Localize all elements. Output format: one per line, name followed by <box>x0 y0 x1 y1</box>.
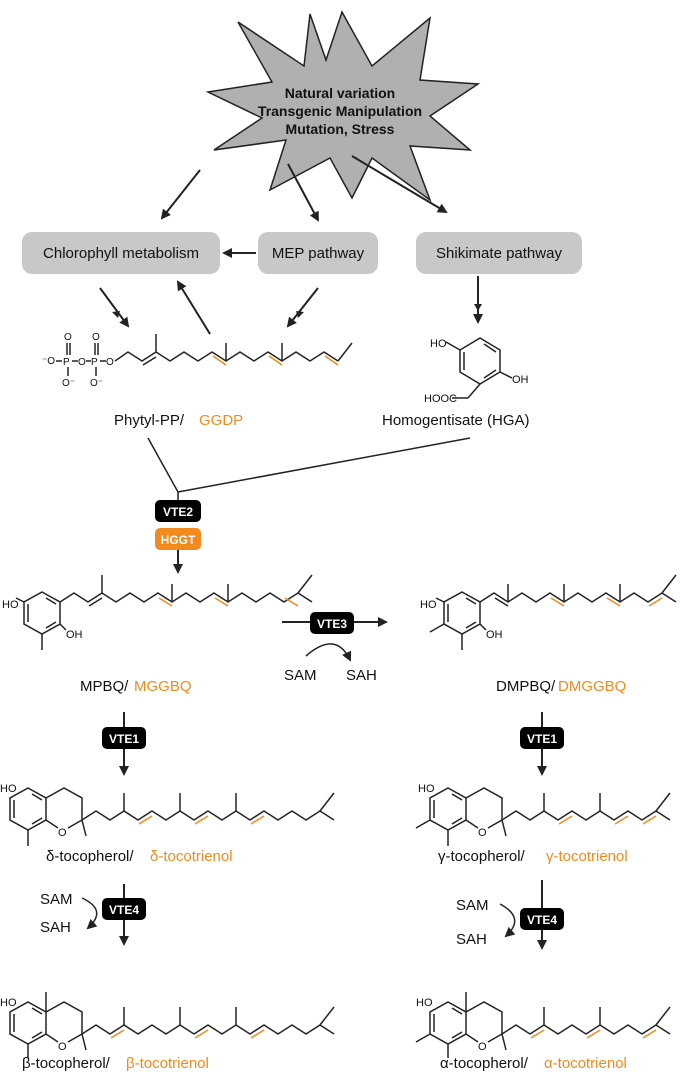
alpha-tocotrienol-label: α-tocotrienol <box>544 1055 627 1072</box>
delta-tocopherol-structure: HO O <box>0 783 335 846</box>
mpbq-structure: HO OH <box>2 574 313 650</box>
alpha-tocopherol-structure: HO O <box>415 992 671 1058</box>
svg-text:O: O <box>58 827 67 839</box>
trigger-line2: Transgenic Manipulation <box>258 103 422 119</box>
alpha-tocopherol-label: α-tocopherol/ <box>440 1055 529 1072</box>
vte4-right-sah: SAH <box>456 931 487 948</box>
vte3-sam: SAM <box>284 667 317 684</box>
hggt-label: HGGT <box>161 533 196 547</box>
gamma-tocopherol-label: γ-tocopherol/ <box>438 848 526 865</box>
hggt-box <box>155 528 201 550</box>
vte4-left-sam: SAM <box>40 891 73 908</box>
svg-text:O: O <box>106 357 114 368</box>
svg-text:HO: HO <box>2 599 19 611</box>
svg-text:HO: HO <box>420 599 437 611</box>
sam-sah-curve-vte3 <box>305 643 352 662</box>
svg-text:O: O <box>78 357 86 368</box>
mggbq-label: MGGBQ <box>134 678 192 695</box>
arrow-to-chlorophyll-from-ggdp <box>176 280 211 335</box>
delta-tocopherol-label: δ-tocopherol/ <box>46 848 134 865</box>
sam-sah-curve-left <box>81 897 98 930</box>
mpbq-label: MPBQ/ <box>80 678 129 695</box>
phytyl-pp-label: Phytyl-PP/ <box>114 412 185 429</box>
svg-text:O: O <box>478 1041 487 1053</box>
delta-tocotrienol-label: δ-tocotrienol <box>150 848 233 865</box>
chlorophyll-box <box>22 232 220 274</box>
vte4-left-label: VTE4 <box>109 903 139 917</box>
stress-burst <box>205 10 481 203</box>
mep-box <box>258 232 378 274</box>
vte3-sah: SAH <box>346 667 377 684</box>
svg-text:OH: OH <box>486 629 503 641</box>
double-arrow-chlorophyll <box>99 287 130 328</box>
vte1-left-label: VTE1 <box>109 732 139 746</box>
dmpbq-structure: HO OH <box>420 574 677 650</box>
dmpbq-label: DMPBQ/ <box>496 678 556 695</box>
beta-tocopherol-label: β-tocopherol/ <box>22 1055 111 1072</box>
arrow-to-shikimate <box>351 155 448 214</box>
gamma-tocotrienol-label: γ-tocotrienol <box>546 848 628 865</box>
vte4-right-box <box>520 908 564 930</box>
trigger-line3: Mutation, Stress <box>286 121 395 137</box>
vte4-right-label: VTE4 <box>527 913 557 927</box>
svg-text:HO: HO <box>0 783 17 795</box>
gamma-tocopherol-structure: HO O <box>415 783 671 846</box>
svg-text:HOOC: HOOC <box>424 393 457 405</box>
shikimate-box <box>416 232 582 274</box>
vte2-label: VTE2 <box>163 505 193 519</box>
vte1-left-box <box>102 727 146 749</box>
hga-label: Homogentisate (HGA) <box>382 412 530 429</box>
vte4-left-box <box>102 898 146 920</box>
vte4-left-sah: SAH <box>40 919 71 936</box>
hga-structure: HO OH HOOC <box>424 337 529 405</box>
svg-text:O⁻: O⁻ <box>62 378 75 389</box>
double-arrow-shikimate <box>473 276 483 324</box>
svg-text:O: O <box>58 1041 67 1053</box>
svg-text:O: O <box>92 332 100 343</box>
beta-tocopherol-structure: HO O <box>0 992 335 1058</box>
double-arrow-mep <box>286 287 319 328</box>
vte2-box <box>155 500 201 522</box>
phosphate-p1: P <box>63 357 70 368</box>
shikimate-label: Shikimate pathway <box>436 245 562 262</box>
chlorophyll-label: Chlorophyll metabolism <box>43 245 199 262</box>
phosphate-p2: P <box>91 357 98 368</box>
vte3-box <box>310 612 354 634</box>
svg-text:O: O <box>64 332 72 343</box>
arrow-to-mep <box>287 163 319 222</box>
svg-text:HO: HO <box>0 997 17 1009</box>
svg-text:HO: HO <box>416 997 433 1009</box>
vte1-right-box <box>520 727 564 749</box>
arrow-to-chlorophyll <box>160 169 201 220</box>
merge-line-right <box>177 437 471 493</box>
svg-text:HO: HO <box>418 783 435 795</box>
svg-text:HO: HO <box>430 338 447 350</box>
phytyl-pp-structure: ⁻O P O O⁻ O P O O⁻ O <box>42 332 353 389</box>
trigger-line1: Natural variation <box>285 85 395 101</box>
sam-sah-curve-right <box>499 903 516 938</box>
mep-label: MEP pathway <box>272 245 365 262</box>
svg-text:O⁻: O⁻ <box>90 378 103 389</box>
vte4-right-sam: SAM <box>456 897 489 914</box>
svg-text:OH: OH <box>512 374 529 386</box>
ggdp-label: GGDP <box>199 412 243 429</box>
phosphate-o-minus-left: ⁻O <box>42 356 55 367</box>
svg-text:O: O <box>478 827 487 839</box>
vte1-right-label: VTE1 <box>527 732 557 746</box>
beta-tocotrienol-label: β-tocotrienol <box>126 1055 209 1072</box>
vte3-label: VTE3 <box>317 617 347 631</box>
merge-line-left <box>147 437 179 493</box>
dmggbq-label: DMGGBQ <box>558 678 626 695</box>
svg-text:OH: OH <box>66 629 83 641</box>
